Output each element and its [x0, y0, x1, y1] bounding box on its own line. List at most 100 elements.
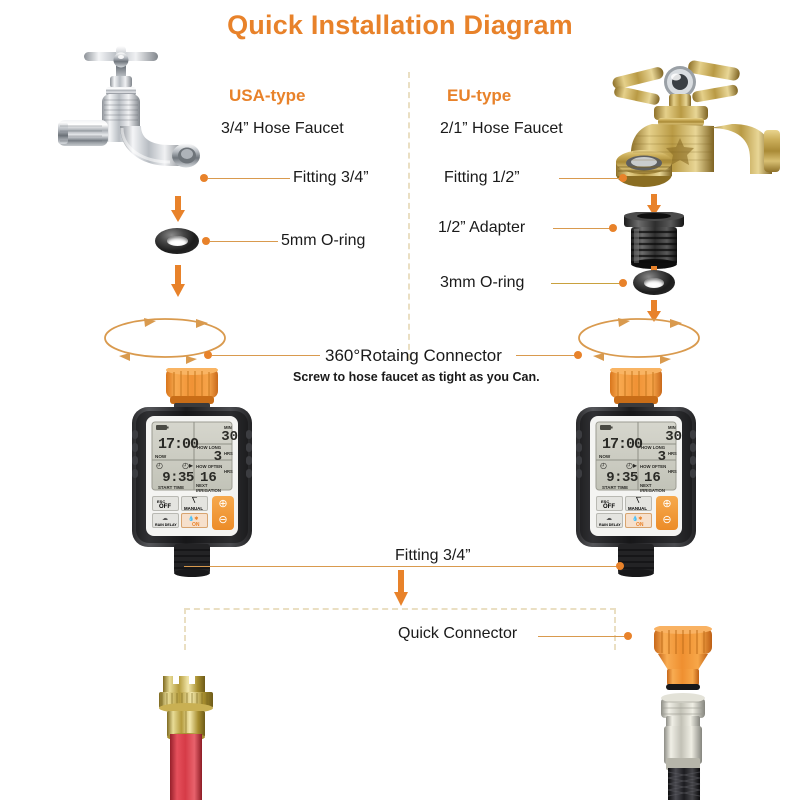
- quick-connector-leader-dot: [624, 632, 632, 640]
- rain-delay-button[interactable]: ☁ RAIN DELAY: [596, 513, 623, 528]
- plus-button[interactable]: ⊕: [662, 498, 672, 510]
- eu-water-timer-device[interactable]: 17:00 NOW ◴ ◴▸ MIN 30 HOW LONG 3 HRS HOW…: [574, 365, 698, 578]
- clock-icon-2: ◴▸: [626, 461, 637, 470]
- minus-button[interactable]: ⊖: [218, 514, 228, 526]
- esc-label: ESC: [157, 498, 166, 504]
- lcd-start-time-value: 9:35: [162, 470, 194, 486]
- lcd-start-time-label: START TIME: [158, 485, 185, 490]
- lcd-now-label: NOW: [599, 454, 611, 459]
- usa-rotation-arrow-icon: [100, 312, 230, 369]
- lcd-next-label-2: IRRIGATION: [196, 488, 221, 493]
- rain-delay-label: RAIN DELAY: [599, 523, 621, 527]
- lcd-next-unit: HRS: [224, 469, 233, 474]
- eu-brass-faucet-image: [592, 46, 800, 196]
- eu-rotation-arrow-icon: [574, 312, 704, 369]
- rotating-connector-title: 360°Rotaing Connector: [325, 346, 502, 365]
- usa-faucet-label: 3/4” Hose Faucet: [221, 120, 344, 137]
- eu-connector-leader-line: [516, 355, 578, 356]
- eu-adapter-leader-dot: [609, 224, 617, 232]
- eu-o-ring-image: [633, 270, 675, 295]
- plus-minus-pad[interactable]: ⊕ ⊖: [212, 496, 234, 530]
- on-button[interactable]: 💧✱ ON: [181, 513, 208, 528]
- eu-adapter-image: [622, 211, 686, 270]
- usa-fitting-leader-dot: [200, 174, 208, 182]
- esc-off-button[interactable]: ESC OFF: [596, 496, 623, 511]
- lcd-next-label-2: IRRIGATION: [640, 488, 665, 493]
- off-label: OFF: [159, 503, 171, 510]
- lcd-start-time-value: 9:35: [606, 470, 638, 486]
- off-label: OFF: [603, 503, 615, 510]
- minus-button[interactable]: ⊖: [662, 514, 672, 526]
- plus-minus-pad[interactable]: ⊕ ⊖: [656, 496, 678, 530]
- lcd-next-unit: HRS: [668, 469, 677, 474]
- manual-button[interactable]: ⎲ MANUAL: [181, 496, 208, 511]
- lcd-how-often-unit: HRS: [668, 451, 677, 456]
- lcd-how-often-label: HOW OFTEN: [640, 464, 667, 469]
- usa-arrow-2-icon: [170, 265, 185, 297]
- esc-label: ESC: [601, 498, 610, 504]
- lcd-now-label: NOW: [155, 454, 167, 459]
- on-button[interactable]: 💧✱ ON: [625, 513, 652, 528]
- clock-icon-1: ◴: [600, 461, 607, 470]
- usa-column-heading: USA-type: [229, 86, 306, 105]
- faucet-icon: ⎲: [636, 498, 642, 504]
- plus-button[interactable]: ⊕: [218, 498, 228, 510]
- usa-water-timer-device[interactable]: 17:00 NOW ◴ ◴▸ MIN 30 HOW LONG 3 HRS HOW…: [130, 365, 254, 578]
- lcd-how-long-value: 30: [221, 429, 238, 445]
- bottom-fitting-leader-dot: [616, 562, 624, 570]
- usa-chrome-faucet-image: [58, 42, 248, 192]
- eu-fitting-leader-dot: [619, 174, 627, 182]
- eu-faucet-label: 2/1” Hose Faucet: [440, 120, 563, 137]
- water-drop-icon: 💧✱: [188, 516, 199, 522]
- page-title: Quick Installation Diagram: [227, 10, 573, 40]
- lcd-next-value: 16: [644, 470, 661, 486]
- usa-oring-label: 5mm O-ring: [281, 232, 366, 249]
- usa-fitting-label: Fitting 3/4”: [293, 169, 369, 186]
- lcd-how-long-value: 30: [665, 429, 682, 445]
- cloud-icon: ☁: [606, 516, 612, 522]
- cloud-icon: ☁: [162, 516, 168, 522]
- eu-oring-leader-line: [551, 283, 621, 284]
- faucet-icon: ⎲: [192, 498, 198, 504]
- lcd-how-long-label: HOW LONG: [197, 445, 222, 450]
- red-hose-brass-fitting-image: [145, 672, 235, 800]
- usa-o-ring-image: [155, 228, 199, 254]
- lcd-now-time: 17:00: [158, 436, 199, 453]
- eu-arrow-3-icon: [646, 300, 661, 322]
- usa-connector-leader-dot: [204, 351, 212, 359]
- eu-adapter-label: 1/2” Adapter: [438, 219, 526, 236]
- column-divider: [408, 72, 410, 360]
- clock-icon-2: ◴▸: [182, 461, 193, 470]
- esc-off-button[interactable]: ESC OFF: [152, 496, 179, 511]
- water-drop-icon: 💧✱: [632, 516, 643, 522]
- lcd-how-often-label: HOW OFTEN: [196, 464, 223, 469]
- usa-connector-leader-line: [212, 355, 320, 356]
- on-label: ON: [636, 522, 644, 528]
- lcd-next-label-1: NEXT: [196, 483, 208, 488]
- bottom-fitting-leader-line: [184, 566, 620, 567]
- eu-connector-leader-dot: [574, 351, 582, 359]
- manual-button[interactable]: ⎲ MANUAL: [625, 496, 652, 511]
- manual-label: MANUAL: [184, 505, 204, 511]
- eu-keypad[interactable]: ESC OFF ⎲ MANUAL ☁ RAIN DELAY 💧✱ ON: [596, 496, 652, 528]
- eu-oring-label: 3mm O-ring: [440, 274, 525, 291]
- bottom-arrow-icon: [393, 570, 408, 606]
- lcd-next-label-1: NEXT: [640, 483, 652, 488]
- rain-delay-button[interactable]: ☁ RAIN DELAY: [152, 513, 179, 528]
- eu-oring-leader-dot: [619, 279, 627, 287]
- usa-keypad[interactable]: ESC OFF ⎲ MANUAL ☁ RAIN DELAY 💧✱ ON: [152, 496, 208, 528]
- lcd-next-value: 16: [200, 470, 217, 486]
- bottom-fitting-label: Fitting 3/4”: [390, 547, 476, 565]
- usa-arrow-1-icon: [170, 196, 185, 222]
- rotating-connector-subtitle: Screw to hose faucet as tight as you Can…: [293, 370, 540, 384]
- usa-oring-leader-line: [210, 241, 278, 242]
- on-label: ON: [192, 522, 200, 528]
- quick-connector-leader-line: [538, 636, 626, 637]
- usa-fitting-leader-line: [208, 178, 290, 179]
- quick-connector-black-hose-image: [648, 624, 738, 800]
- rain-delay-label: RAIN DELAY: [155, 523, 177, 527]
- lcd-how-long-unit: MIN: [668, 425, 676, 430]
- lcd-how-often-unit: HRS: [224, 451, 233, 456]
- eu-fitting-leader-line: [559, 178, 621, 179]
